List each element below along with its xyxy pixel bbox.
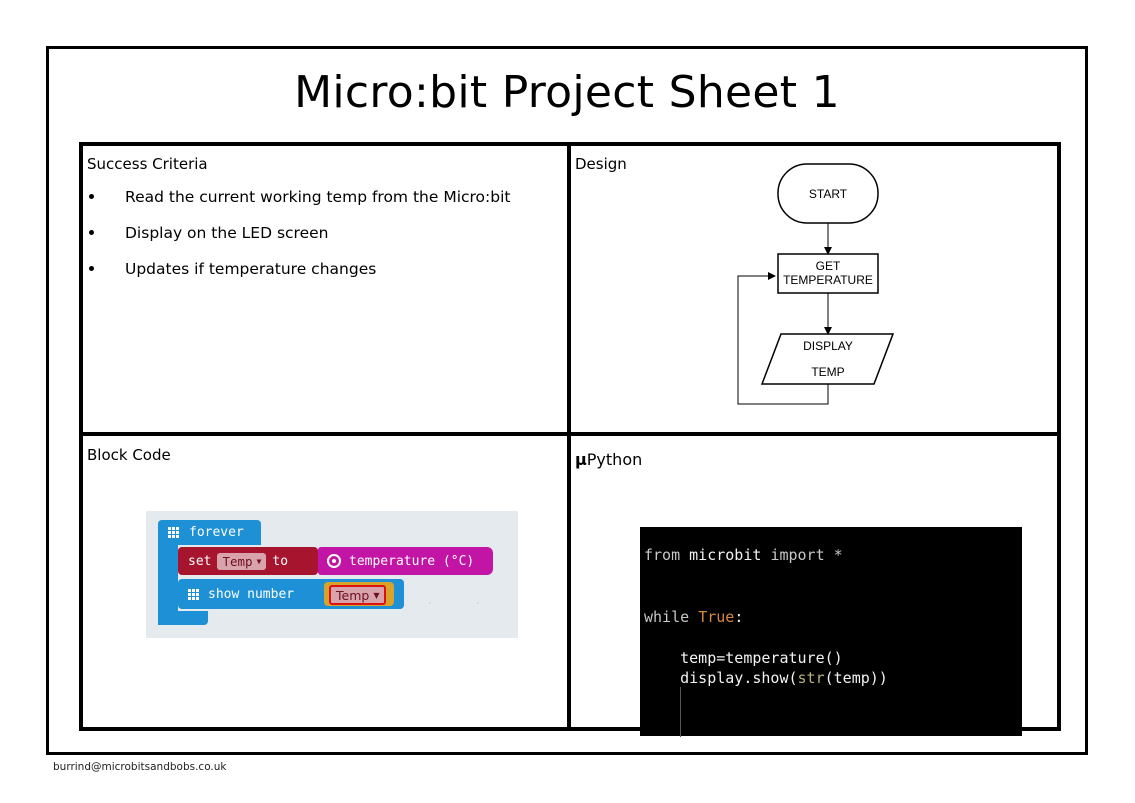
criteria-item: Display on the LED screen — [85, 224, 511, 260]
start-label: START — [809, 187, 848, 201]
variable-dropdown: Temp▼ — [217, 552, 267, 570]
bullet-icon — [89, 194, 94, 199]
input-target-icon — [327, 554, 341, 568]
criteria-item-text: Read the current working temp from the M… — [125, 188, 511, 206]
caret-down-icon: ▼ — [256, 556, 262, 566]
block-code-heading: Block Code — [87, 446, 171, 464]
python-code-panel: from microbit import * while True: temp=… — [640, 527, 1022, 737]
display-temp-io — [760, 333, 895, 385]
bullet-icon — [89, 266, 94, 271]
criteria-item-text: Display on the LED screen — [125, 224, 329, 242]
set-label: set — [188, 553, 212, 569]
variable-dropdown: Temp▼ — [329, 585, 387, 605]
mu-symbol: µ — [575, 450, 587, 469]
show-number-label: show number — [208, 586, 295, 602]
basic-grid-icon — [188, 588, 199, 600]
display-label-line2: TEMP — [811, 365, 844, 379]
design-flowchart: START GET TEMPERATURE DISPLAY TEMP — [737, 163, 895, 405]
page-frame: Micro:bit Project Sheet 1 Success Criter… — [46, 46, 1088, 755]
python-heading: µPython — [575, 450, 642, 469]
page-title: Micro:bit Project Sheet 1 — [294, 67, 840, 118]
show-number-variable-slot: Temp▼ — [324, 582, 394, 606]
python-heading-text: Python — [586, 450, 643, 469]
forever-label: forever — [189, 525, 244, 540]
basic-grid-icon — [168, 527, 179, 538]
caret-down-icon: ▼ — [373, 590, 380, 600]
display-label-line1: DISPLAY — [803, 339, 853, 353]
criteria-item: Read the current working temp from the M… — [85, 188, 511, 224]
block-code-workspace: forever set Temp▼ to temperature (°C) sh… — [146, 511, 518, 638]
set-variable-block: set Temp▼ to — [178, 547, 318, 575]
loop-back-arrow — [737, 272, 829, 405]
grid-horizontal-divider — [83, 432, 1057, 436]
design-heading: Design — [575, 155, 627, 173]
grid-vertical-divider — [567, 146, 571, 727]
get-label-line1: GET — [816, 259, 841, 273]
python-code: from microbit import * while True: temp=… — [644, 546, 888, 687]
criteria-item: Updates if temperature changes — [85, 260, 511, 296]
variable-name: Temp — [222, 553, 253, 569]
criteria-item-text: Updates if temperature changes — [125, 260, 377, 278]
success-criteria-list: Read the current working temp from the M… — [85, 188, 511, 296]
variable-name: Temp — [336, 587, 370, 603]
to-label: to — [272, 553, 289, 569]
forever-block: forever — [158, 520, 261, 545]
project-grid: Success Criteria Read the current workin… — [79, 142, 1061, 737]
temperature-block: temperature (°C) — [318, 547, 493, 575]
success-criteria-heading: Success Criteria — [87, 155, 208, 173]
get-label-line2: TEMPERATURE — [783, 273, 873, 287]
footer-email: burrind@microbitsandbobs.co.uk — [53, 761, 227, 773]
bullet-icon — [89, 230, 94, 235]
temperature-label: temperature (°C) — [349, 553, 475, 569]
